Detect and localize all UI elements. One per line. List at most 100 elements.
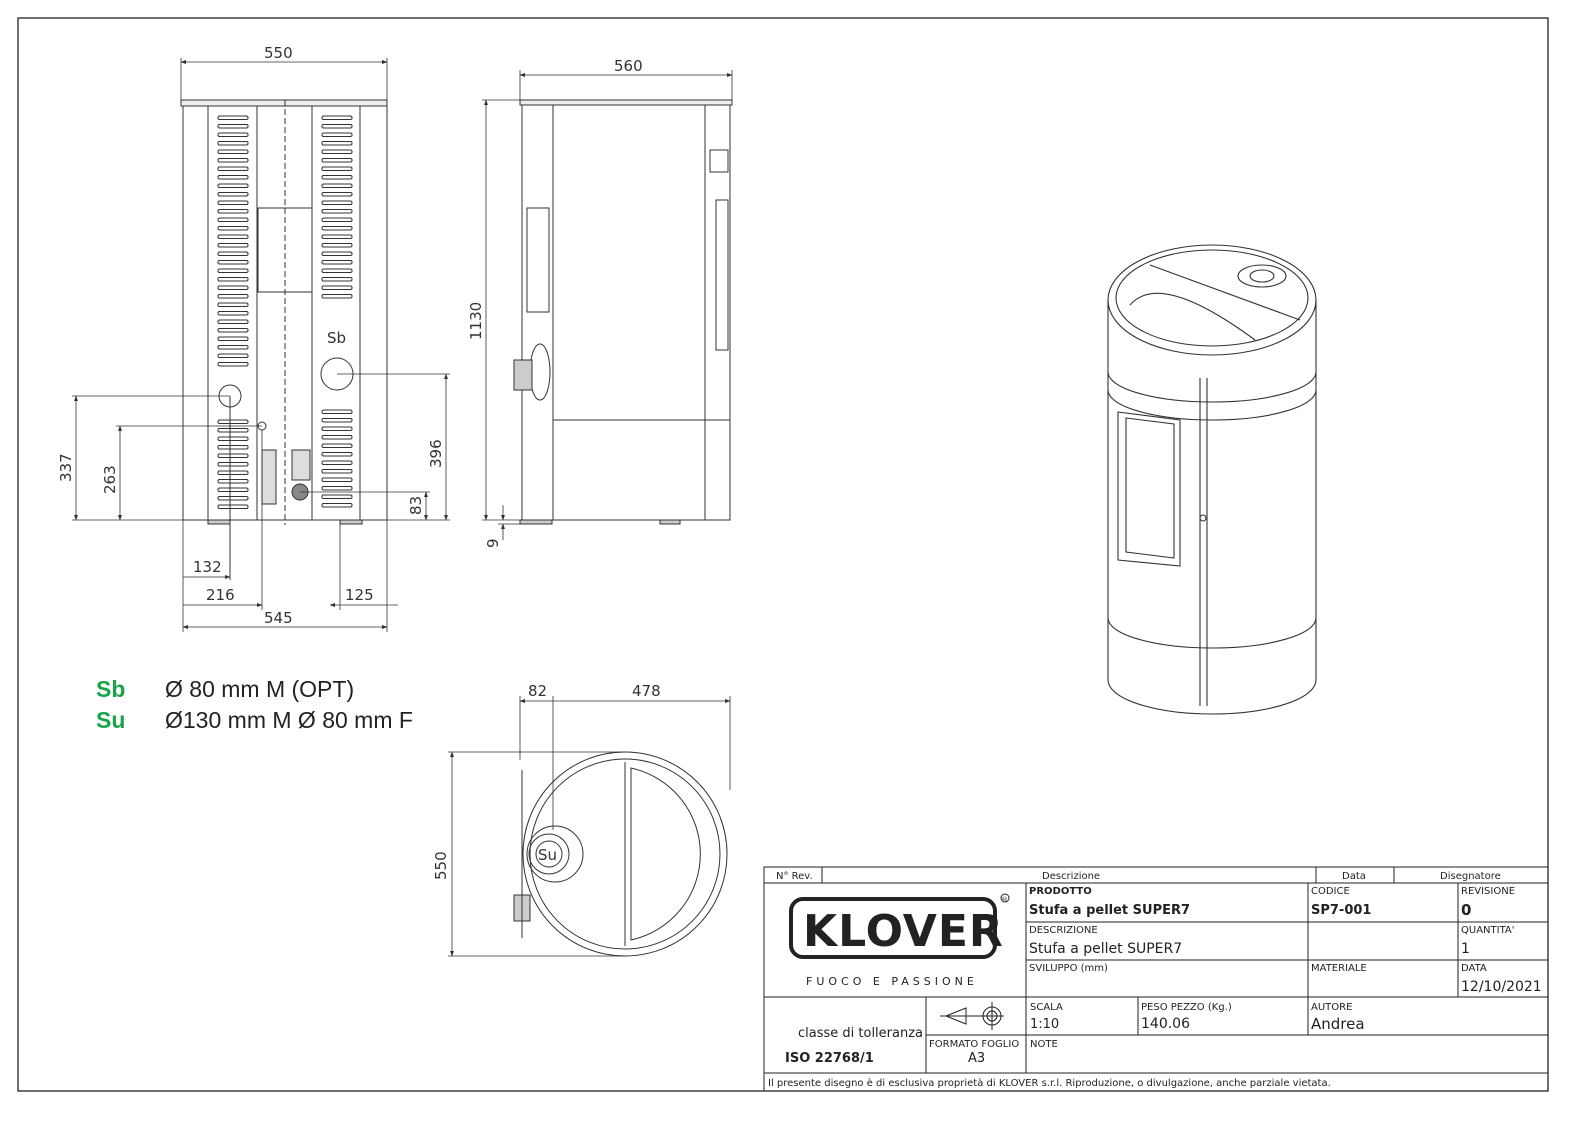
vent-slot bbox=[217, 234, 249, 239]
legend: Sb Ø 80 mm M (OPT) Su Ø130 mm M Ø 80 mm … bbox=[96, 676, 413, 733]
front-view bbox=[180, 99, 388, 580]
vent-slot bbox=[217, 209, 249, 214]
isometric-view bbox=[1107, 244, 1317, 715]
dim-478: 478 bbox=[632, 682, 661, 700]
vent-slot bbox=[321, 200, 353, 205]
dim-125: 125 bbox=[345, 586, 374, 604]
vent-slot bbox=[217, 115, 249, 120]
sb-outlet-label: Sb bbox=[327, 329, 346, 347]
dim-550-top-view: 550 bbox=[432, 851, 450, 880]
vent-slot bbox=[217, 243, 249, 248]
scala-label: SCALA bbox=[1030, 1002, 1063, 1013]
vent-slot bbox=[321, 158, 353, 163]
dim-396: 396 bbox=[427, 439, 445, 468]
dim-82: 82 bbox=[528, 682, 547, 700]
vent-slot bbox=[217, 353, 249, 358]
vent-slot bbox=[217, 362, 249, 367]
scala-value: 1:10 bbox=[1030, 1017, 1059, 1032]
vent-slot bbox=[217, 419, 249, 424]
formato-value: A3 bbox=[968, 1051, 985, 1066]
vent-slot bbox=[217, 260, 249, 265]
vent-slot bbox=[321, 418, 353, 423]
front-dimensions bbox=[72, 58, 450, 632]
vent-slot bbox=[217, 124, 249, 129]
vent-slot bbox=[321, 452, 353, 457]
dim-9: 9 bbox=[484, 538, 502, 548]
vent-slot bbox=[217, 328, 249, 333]
vent-slot bbox=[217, 158, 249, 163]
vent-slot bbox=[217, 192, 249, 197]
vent-slot bbox=[321, 132, 353, 137]
descrizione-value: Stufa a pellet SUPER7 bbox=[1029, 941, 1182, 957]
vent-slot bbox=[321, 503, 353, 508]
materiale-label: MATERIALE bbox=[1311, 963, 1367, 974]
date-header: Data bbox=[1342, 871, 1366, 882]
vent-slot bbox=[217, 445, 249, 450]
logo-mark: ® bbox=[1001, 896, 1008, 904]
vent-slot bbox=[321, 251, 353, 256]
vent-slot bbox=[321, 209, 353, 214]
vent-slot bbox=[321, 234, 353, 239]
dim-560: 560 bbox=[614, 57, 643, 75]
vent-slot bbox=[217, 470, 249, 475]
vent-slot bbox=[321, 183, 353, 188]
rev-header: N° Rev. bbox=[776, 871, 813, 882]
vent-slot bbox=[217, 149, 249, 154]
descrizione-label: DESCRIZIONE bbox=[1029, 925, 1098, 936]
vent-slot bbox=[217, 277, 249, 282]
vent-slot bbox=[217, 294, 249, 299]
vent-slot bbox=[321, 460, 353, 465]
legend-text-su: Ø130 mm M Ø 80 mm F bbox=[165, 707, 413, 733]
vent-slot bbox=[321, 294, 353, 299]
dim-263: 263 bbox=[101, 465, 119, 494]
footer-note: Il presente disegno è di esclusiva propr… bbox=[768, 1077, 1331, 1089]
vent-slot bbox=[321, 175, 353, 180]
vent-slot bbox=[321, 226, 353, 231]
vent-slot bbox=[217, 336, 249, 341]
dim-337: 337 bbox=[57, 453, 75, 482]
tagline: FUOCO E PASSIONE bbox=[806, 975, 978, 988]
vent-slot bbox=[217, 141, 249, 146]
vent-slot bbox=[217, 268, 249, 273]
dim-132: 132 bbox=[193, 558, 222, 576]
designer-header: Disegnatore bbox=[1440, 871, 1501, 882]
prodotto-value: Stufa a pellet SUPER7 bbox=[1029, 903, 1190, 918]
dim-216: 216 bbox=[206, 586, 235, 604]
vent-slot bbox=[321, 166, 353, 171]
vent-slot bbox=[217, 285, 249, 290]
vent-slot bbox=[321, 435, 353, 440]
quantita-value: 1 bbox=[1461, 941, 1470, 957]
vent-slot bbox=[321, 115, 353, 120]
vent-slot bbox=[217, 345, 249, 350]
tolerance-value: ISO 22768/1 bbox=[785, 1051, 874, 1066]
data-value: 12/10/2021 bbox=[1461, 979, 1542, 995]
sviluppo-label: SVILUPPO (mm) bbox=[1029, 963, 1108, 974]
codice-value: SP7-001 bbox=[1311, 903, 1371, 918]
note-label: NOTE bbox=[1030, 1039, 1058, 1050]
vent-slot bbox=[321, 426, 353, 431]
logo-text: KLOVER bbox=[803, 906, 1004, 957]
side-dimensions bbox=[482, 70, 733, 540]
autore-value: Andrea bbox=[1311, 1015, 1365, 1033]
vent-slot bbox=[321, 192, 353, 197]
su-outlet-label: Su bbox=[538, 846, 557, 864]
quantita-label: QUANTITA' bbox=[1461, 925, 1515, 936]
formato-label: FORMATO FOGLIO bbox=[929, 1039, 1019, 1050]
dim-545: 545 bbox=[264, 609, 293, 627]
top-dimensions bbox=[448, 696, 731, 957]
legend-code-sb: Sb bbox=[96, 676, 125, 702]
vent-slot bbox=[217, 166, 249, 171]
peso-label: PESO PEZZO (Kg.) bbox=[1141, 1002, 1232, 1013]
vent-slot bbox=[321, 149, 353, 154]
dim-550-top: 550 bbox=[264, 44, 293, 62]
vent-slot bbox=[217, 175, 249, 180]
vent-slot bbox=[321, 268, 353, 273]
vent-slot bbox=[321, 486, 353, 491]
title-block bbox=[763, 866, 1549, 1092]
vent-slot bbox=[321, 443, 353, 448]
vent-slot bbox=[321, 469, 353, 474]
legend-text-sb: Ø 80 mm M (OPT) bbox=[165, 676, 354, 702]
vent-slot bbox=[321, 260, 353, 265]
vent-slot bbox=[217, 302, 249, 307]
